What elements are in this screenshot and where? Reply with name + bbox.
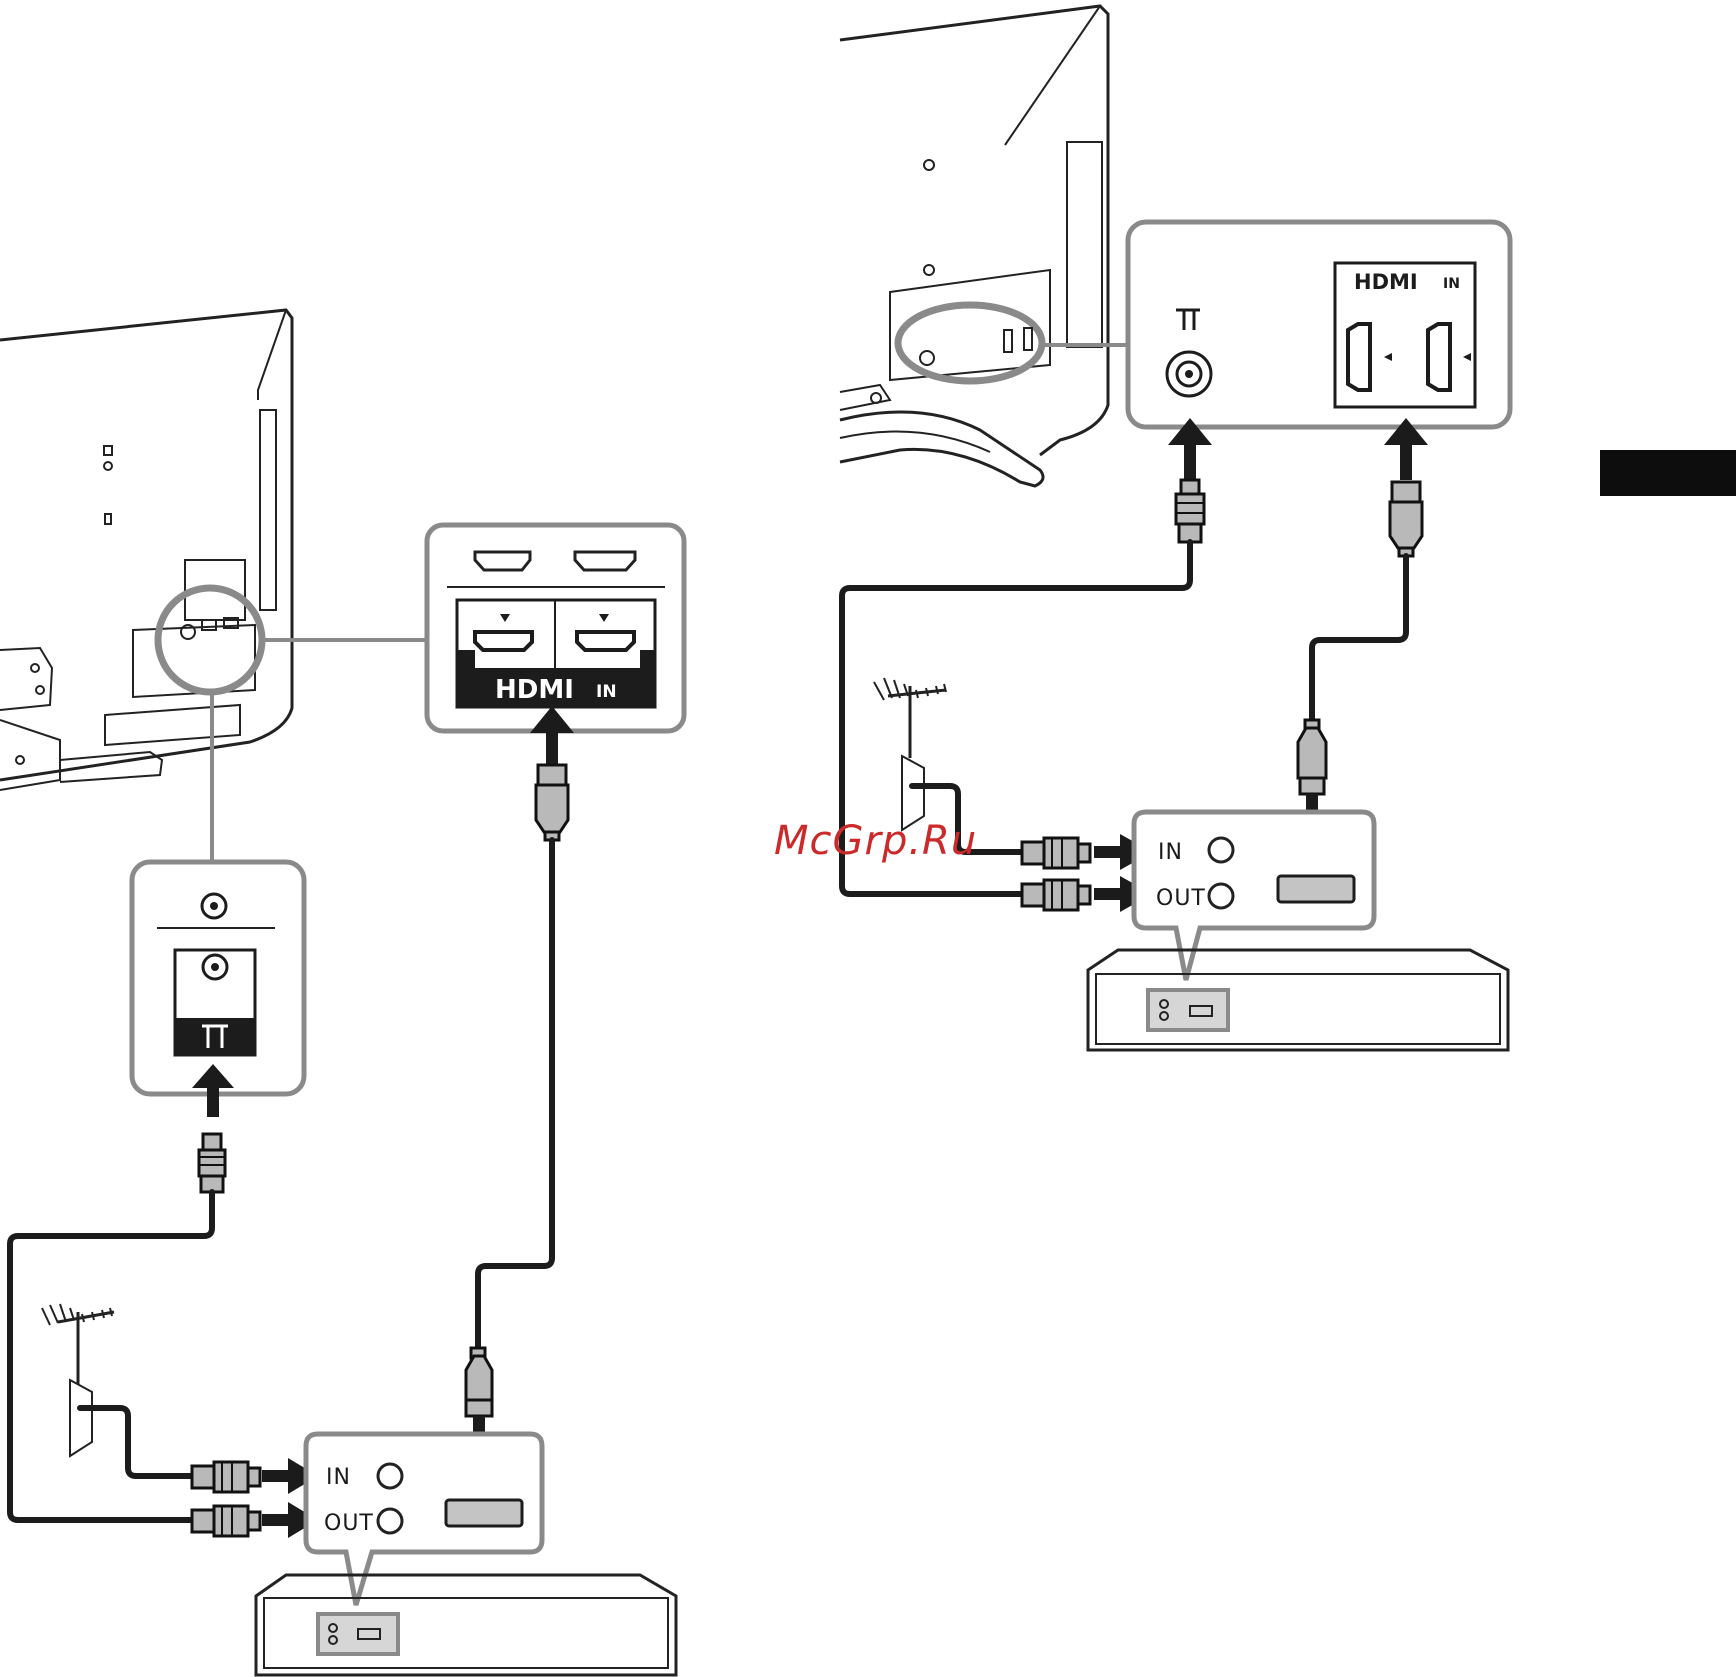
hdmi-plug-right-bottom bbox=[1298, 720, 1326, 794]
coax-plug-right-top bbox=[1176, 480, 1204, 542]
hdmi-cable-left bbox=[478, 840, 552, 1350]
hdmi-logo-left: HDMI bbox=[495, 675, 574, 705]
hdmi-in-label-left: IN bbox=[596, 682, 617, 702]
ports-callout-right: HDMI IN bbox=[1128, 222, 1510, 427]
hdmi-plug-right-top bbox=[1390, 482, 1422, 556]
hdmi-port-right-1 bbox=[1348, 324, 1370, 390]
hdmi-cable-right bbox=[1312, 556, 1406, 722]
hdmi-in-label-right: IN bbox=[1443, 276, 1460, 292]
coax-plug-left-in bbox=[192, 1462, 260, 1492]
right-diagram: HDMI IN bbox=[774, 6, 1510, 1050]
roof-antenna-left bbox=[42, 1304, 192, 1476]
tv-rear-right bbox=[840, 6, 1108, 486]
hdmi-port-stb-left bbox=[446, 1500, 522, 1526]
set-top-box-right bbox=[1088, 950, 1508, 1050]
antenna-socket-callout-left bbox=[132, 862, 304, 1094]
stb-panel-callout-right: IN OUT bbox=[1134, 812, 1374, 980]
coax-plug-right-out bbox=[1022, 880, 1090, 910]
coax-plug-right-in bbox=[1022, 838, 1090, 868]
watermark-text: McGrp.Ru bbox=[774, 818, 977, 864]
coax-plug-left-out bbox=[192, 1506, 260, 1536]
port-in-label-right: IN bbox=[1158, 840, 1183, 865]
port-in-label-left: IN bbox=[326, 1465, 351, 1490]
hdmi-port-right-2 bbox=[1428, 324, 1450, 390]
tv-port-zoom-circle bbox=[158, 588, 262, 692]
set-top-box-left bbox=[256, 1575, 676, 1675]
port-out-label-left: OUT bbox=[324, 1511, 374, 1536]
page-edge-tab bbox=[1600, 450, 1736, 496]
hdmi-plug-left-bottom bbox=[466, 1348, 492, 1416]
tv-rear-left bbox=[0, 310, 292, 790]
hdmi-port-stb-right bbox=[1278, 876, 1354, 902]
hdmi-callout-left: HDMI IN bbox=[427, 525, 684, 731]
coax-cable-left-out bbox=[10, 1192, 212, 1520]
tv-port-zoom-ellipse bbox=[898, 305, 1042, 381]
stb-panel-callout-left: IN OUT bbox=[306, 1434, 542, 1605]
hdmi-logo-right: HDMI bbox=[1354, 270, 1418, 294]
left-diagram: HDMI IN bbox=[0, 310, 684, 1675]
coax-plug-left-top bbox=[199, 1134, 225, 1192]
hdmi-plug-left-top bbox=[536, 765, 568, 840]
port-out-label-right: OUT bbox=[1156, 886, 1206, 911]
